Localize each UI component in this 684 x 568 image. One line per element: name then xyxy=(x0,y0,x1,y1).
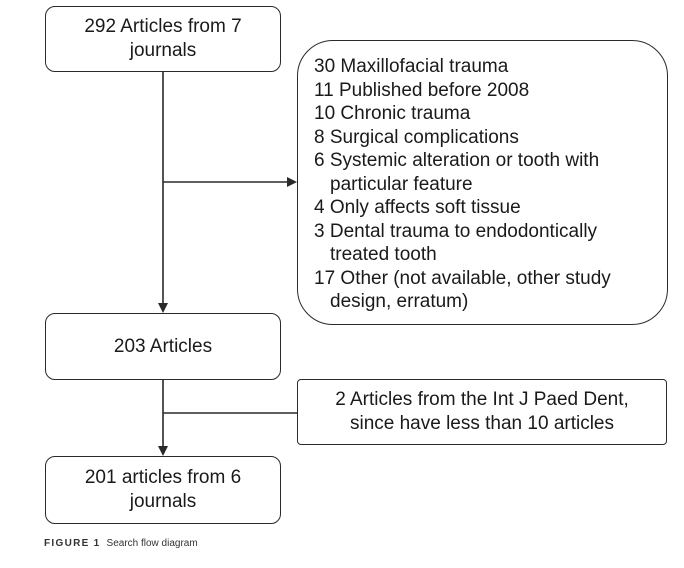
exclusion-item: 10 Chronic trauma xyxy=(314,103,471,124)
exclusion-item: 8 Surgical complications xyxy=(314,126,519,148)
exclusion-box-1: 30 Maxillofacial trauma 11 Published bef… xyxy=(297,40,668,325)
caption-label: FIGURE 1 xyxy=(44,538,101,549)
exclusion-item: 17 Other (not available, other study des… xyxy=(314,267,611,313)
end-box: 201 articles from 6 journals xyxy=(45,456,281,524)
end-box-text: 201 articles from 6 journals xyxy=(84,467,242,512)
caption-text: Search flow diagram xyxy=(106,538,198,549)
exclusion-2-line-1: 2 Articles from the Int J Paed Dent, xyxy=(335,389,629,410)
middle-box-text: 203 Articles xyxy=(113,335,213,357)
exclusion-2-line-2: since have less than 10 articles xyxy=(349,413,615,434)
exclusion-item: 6 Systemic alteration or tooth with part… xyxy=(314,150,600,195)
exclusion-item: 4 Only affects soft tissue xyxy=(314,197,521,218)
exclusion-item: 30 Maxillofacial trauma xyxy=(314,56,509,77)
exclusion-list: 30 Maxillofacial trauma 11 Published bef… xyxy=(314,55,667,314)
exclusion-item: 3 Dental trauma to endodontically treate… xyxy=(314,220,598,266)
exclusion-box-2: 2 Articles from the Int J Paed Dent, sin… xyxy=(297,379,667,445)
start-box: 292 Articles from 7 journals xyxy=(45,6,281,72)
figure-caption: FIGURE 1 Search flow diagram xyxy=(44,538,198,550)
exclusion-item: 11 Published before 2008 xyxy=(314,79,530,101)
start-box-text: 292 Articles from 7 journals xyxy=(84,16,242,61)
middle-box: 203 Articles xyxy=(45,313,281,380)
